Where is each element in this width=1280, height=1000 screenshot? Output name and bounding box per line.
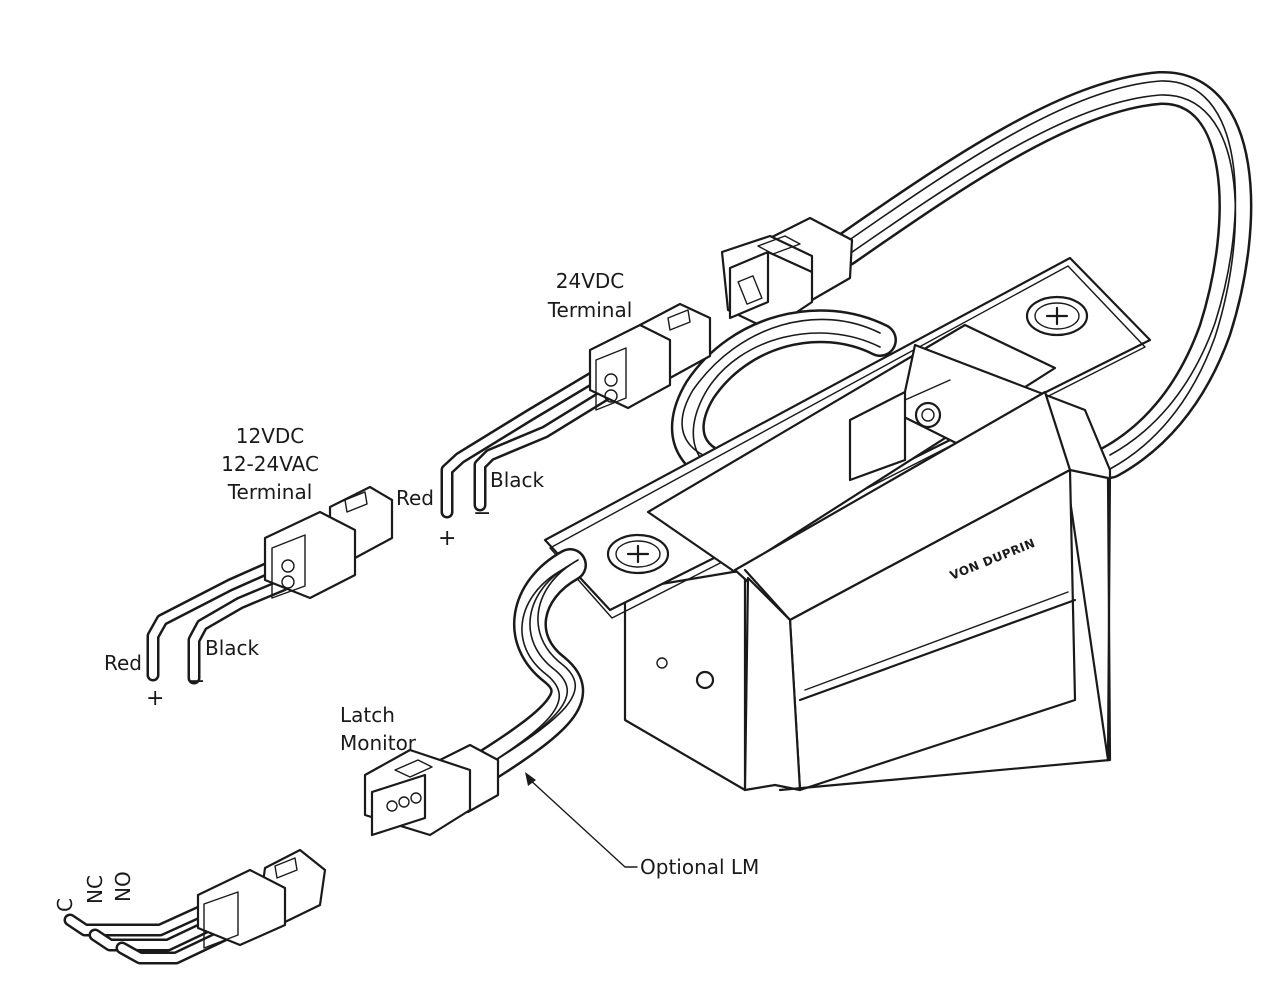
label-pin-c: C xyxy=(53,898,77,912)
label-ac-plus: + xyxy=(146,686,164,711)
label-pin-nc: NC xyxy=(83,875,107,904)
terminal-12vdc-12-24vac xyxy=(146,485,394,685)
label-ac-minus: − xyxy=(187,669,205,694)
terminal-24vdc xyxy=(440,302,712,519)
electric-strike: VON DUPRIN xyxy=(543,256,1152,792)
loop-connector xyxy=(720,216,854,332)
top-loop-cable xyxy=(828,71,1253,479)
label-24vdc-terminal: 24VDC Terminal xyxy=(547,269,633,322)
label-24vdc-red: Red xyxy=(396,486,434,510)
label-ac-line2: 12-24VAC xyxy=(221,452,319,476)
label-ac-red: Red xyxy=(104,651,142,675)
label-24vdc-line2: Terminal xyxy=(547,298,633,322)
optional-lm-leader xyxy=(525,772,638,868)
screw-top xyxy=(1025,295,1089,337)
label-24vdc-plus: + xyxy=(438,526,456,551)
label-ac-line3: Terminal xyxy=(227,480,313,504)
label-ac-black: Black xyxy=(205,636,260,660)
label-ac-line1: 12VDC xyxy=(236,424,305,448)
latch-monitor-cable xyxy=(463,548,587,787)
latch-monitor-connector xyxy=(363,743,500,837)
label-latch-monitor-line2: Monitor xyxy=(340,731,417,755)
label-24vdc-black: Black xyxy=(490,468,545,492)
label-24vdc-minus: − xyxy=(473,501,491,526)
latch-monitor-mating-connector xyxy=(63,848,327,965)
label-pin-no: NO xyxy=(111,871,135,902)
label-24vdc-line1: 24VDC xyxy=(556,269,625,293)
label-latch-monitor-line1: Latch xyxy=(340,703,395,727)
label-optional-lm: Optional LM xyxy=(640,855,759,879)
label-ac-terminal: 12VDC 12-24VAC Terminal xyxy=(221,424,319,504)
solenoid-detail xyxy=(848,379,951,482)
screw-bottom xyxy=(606,533,670,575)
